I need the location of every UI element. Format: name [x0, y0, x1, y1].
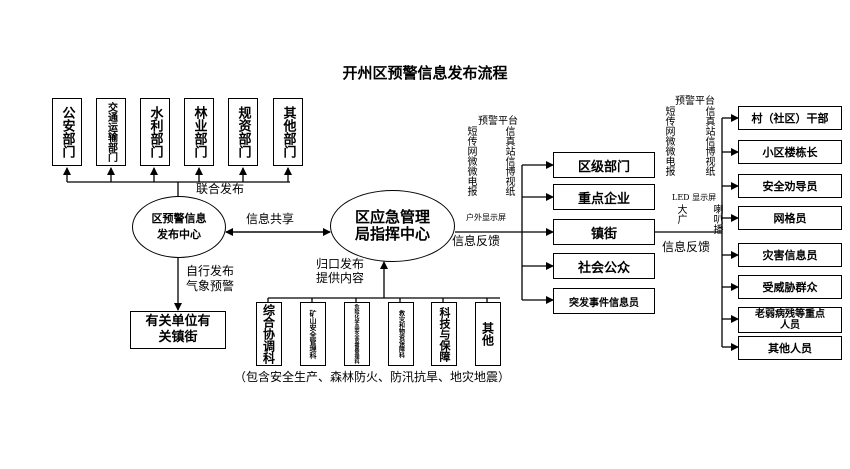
dept-water: 水利部门: [140, 98, 170, 166]
scope-note: （包含安全生产、森林防火、防汛抗旱、地灾地震）: [234, 370, 511, 384]
target-safety-advisors: 安全劝导员: [738, 174, 842, 198]
target-grid-workers: 网格员: [738, 206, 842, 230]
section-relief: 救灾和物资保障科: [388, 302, 414, 366]
channels-right-led: LED 显示屏: [672, 193, 717, 202]
target-key-enterprises: 重点企业: [553, 184, 655, 210]
command-center-node: 区应急管理局指挥中心: [330, 190, 455, 262]
collect-label: 归口发布 提供内容: [316, 257, 364, 285]
self-release-line-1: 自行发布: [186, 264, 235, 278]
target-towns: 镇街: [553, 219, 655, 245]
channels-right-speaker-left: 大广: [675, 204, 686, 224]
feedback-label-left: 信息反馈: [452, 234, 501, 248]
related-units-line-2: 关镇街: [158, 330, 198, 345]
channels-left-header: 预警平台: [478, 116, 518, 127]
channels-right-col-1: 短传网微微电报: [663, 106, 674, 176]
target-others: 其他人员: [738, 336, 842, 360]
diagram-title: 开州区预警信息发布流程: [342, 64, 508, 82]
channels-left-col-1: 短传网微微电报: [465, 126, 476, 196]
target-public: 社会公众: [553, 253, 655, 279]
related-units-box: 有关单位有 关镇街: [130, 311, 226, 349]
section-hazmat: 危险化学品安全监督管理科: [344, 302, 370, 366]
collect-line-1: 归口发布: [316, 257, 365, 271]
target-district-depts: 区级部门: [553, 152, 655, 178]
target-building-heads: 小区楼栋长: [738, 140, 842, 164]
target-disaster-informants: 灾害信息员: [738, 243, 842, 267]
target-threatened-people: 受威胁群众: [738, 275, 842, 299]
dept-transport: 交通运输部门: [96, 98, 126, 166]
dept-other: 其他部门: [273, 98, 303, 166]
related-units-line-1: 有关单位有: [145, 314, 211, 329]
joint-release-label: 联合发布: [196, 182, 245, 196]
self-release-label: 自行发布 气象预警: [186, 264, 234, 294]
dept-forestry: 林业部门: [184, 98, 214, 166]
target-village-cadres: 村（社区）干部: [738, 106, 842, 130]
channels-left-footer: 户外显示屏: [466, 213, 506, 222]
dept-public-security: 公安部门: [52, 98, 82, 166]
info-share-label: 信息共享: [246, 212, 295, 226]
section-tech: 科技与保障: [431, 302, 457, 366]
self-release-line-2: 气象预警: [186, 279, 235, 293]
section-coordination: 综合协调科: [256, 302, 282, 366]
channels-right-header: 预警平台: [675, 96, 715, 107]
target-vulnerable-people: 老弱病残等重点人员: [738, 307, 842, 333]
section-other: 其他: [475, 302, 501, 366]
collect-line-2: 提供内容: [316, 271, 365, 285]
release-center-node: 区预警信息发布中心: [132, 196, 226, 258]
feedback-label-right: 信息反馈: [662, 240, 711, 254]
target-incident-informants: 突发事件信息员: [553, 288, 655, 314]
dept-planning: 规资部门: [228, 98, 258, 166]
section-mine-safety: 矿山安全管理科: [300, 302, 326, 366]
channels-right-col-2: 信真站信博视纸: [703, 106, 714, 176]
channels-left-col-2: 信真站信博视纸: [503, 126, 514, 196]
channels-right-speaker-right: 喇叭播: [711, 204, 722, 234]
